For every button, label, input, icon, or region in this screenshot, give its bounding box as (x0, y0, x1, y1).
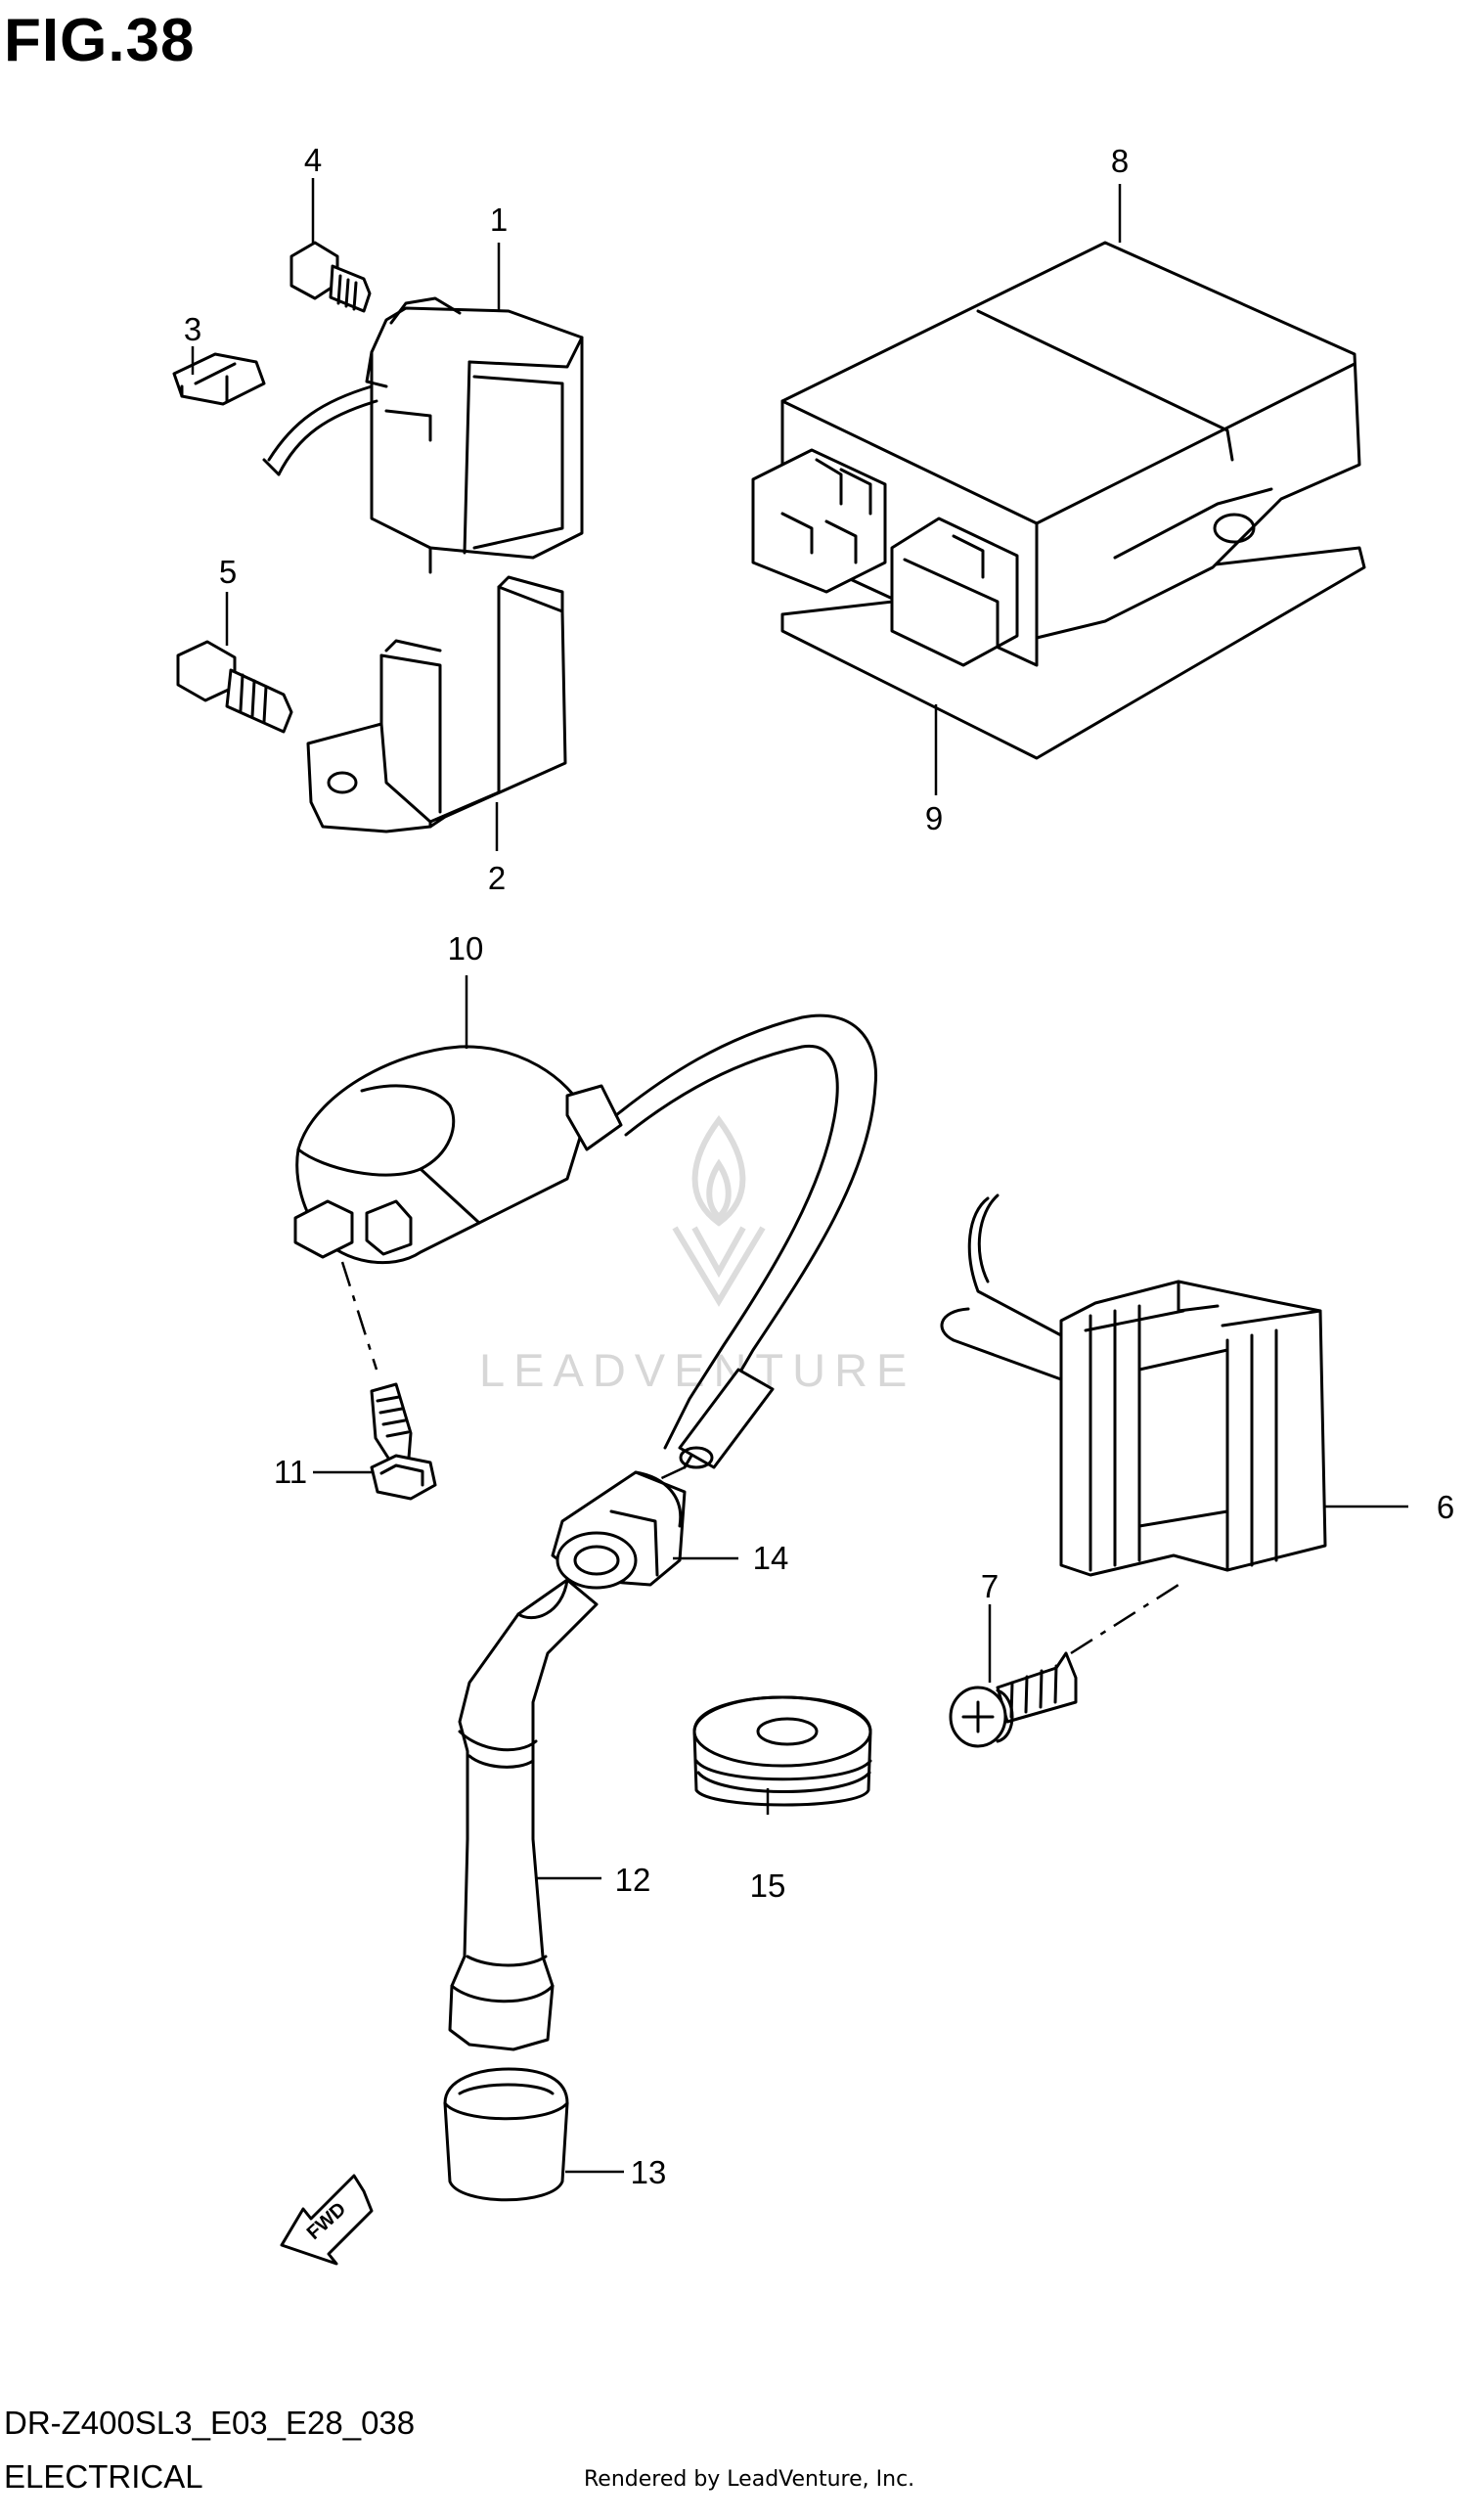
callout-12: 12 (614, 1862, 651, 1898)
part-11-bolt (370, 1382, 437, 1501)
alignment-lines (340, 1261, 1179, 1655)
watermark-text: LEADVENTURE (479, 1344, 916, 1396)
callout-13: 13 (630, 2154, 667, 2190)
part-10-ignition-coil (293, 1013, 878, 1469)
part-12-plug-cap (448, 1578, 599, 2051)
part-8-ecm (751, 241, 1361, 667)
section-name: ELECTRICAL (4, 2458, 203, 2495)
callout-14: 14 (752, 1540, 789, 1576)
callout-10: 10 (447, 930, 484, 967)
rendered-by-credit: Rendered by LeadVenture, Inc. (584, 2467, 915, 2492)
part-13-cap (443, 2067, 569, 2202)
model-code: DR-Z400SL3_E03_E28_038 (4, 2405, 416, 2441)
part-7-screw (949, 1651, 1078, 1748)
part-4-bolt (289, 241, 372, 313)
callout-3: 3 (183, 311, 202, 347)
figure-title: FIG.38 (4, 7, 196, 74)
callout-9: 9 (924, 800, 944, 836)
callout-1: 1 (489, 202, 509, 238)
callout-8: 8 (1110, 143, 1130, 179)
leadventure-logo-icon (672, 1114, 766, 1307)
part-3-clip (172, 352, 266, 406)
leader-lines (191, 178, 1408, 2174)
part-15-grommet (692, 1695, 872, 1807)
part-1-relay (262, 296, 584, 574)
callout-6: 6 (1436, 1489, 1455, 1525)
callout-7: 7 (980, 1568, 1000, 1604)
callout-11: 11 (273, 1454, 308, 1490)
callout-5: 5 (218, 554, 238, 590)
callout-2: 2 (487, 860, 507, 896)
part-2-bracket (306, 575, 567, 833)
callout-4: 4 (303, 142, 323, 178)
part-14-cap (551, 1470, 687, 1590)
callout-15: 15 (749, 1868, 786, 1904)
part-6-regulator (940, 1193, 1327, 1577)
part-5-bolt (176, 640, 293, 734)
fwd-arrow-icon (280, 2174, 374, 2266)
